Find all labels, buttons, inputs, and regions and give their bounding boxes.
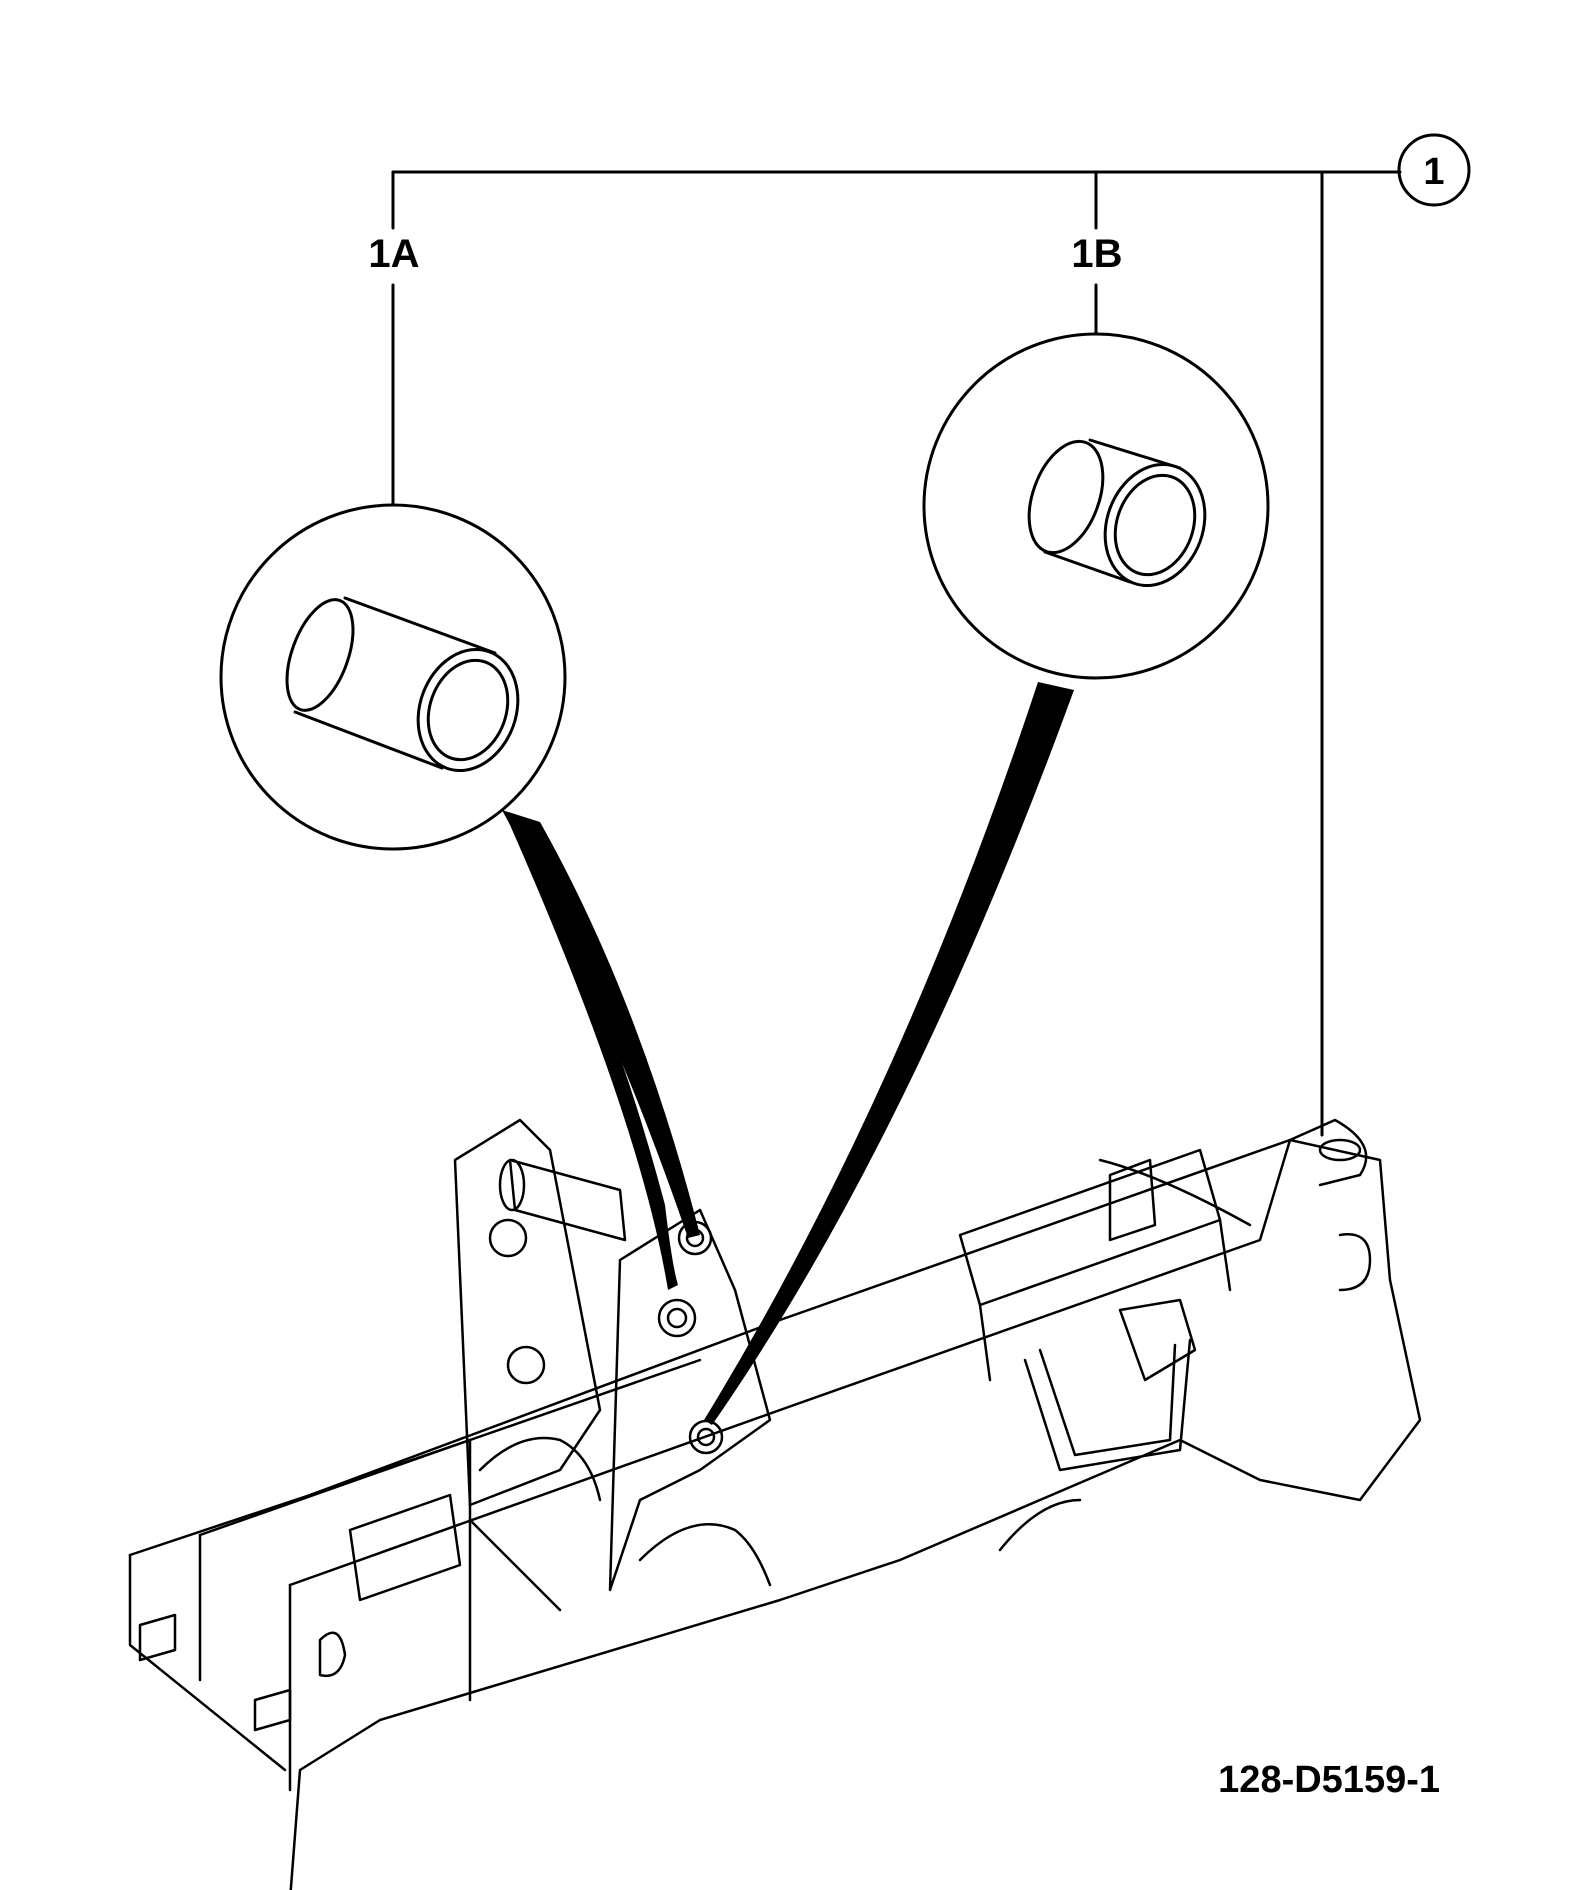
pointer-1a-lower: [510, 825, 678, 1290]
callout-leader-lines: [391, 170, 1402, 1137]
detail-pointers: [502, 682, 1074, 1425]
callout-1a-label: 1A: [368, 232, 419, 276]
chassis-frame: [128, 1118, 1422, 1890]
drawing-number: 128-D5159-1: [1218, 1759, 1440, 1801]
pointer-1a-upper: [502, 810, 700, 1238]
callout-1b-label: 1B: [1071, 232, 1122, 276]
detail-1a-bushing-magnifier: [219, 503, 567, 851]
callout-1-bubble: 1: [1397, 133, 1471, 207]
pointer-1b: [704, 682, 1074, 1425]
detail-1b-bushing-magnifier: [922, 332, 1270, 680]
bushing-1a-icon: [285, 596, 520, 773]
bushing-1b-icon: [1027, 438, 1207, 588]
callout-1-label: 1: [1423, 151, 1444, 193]
